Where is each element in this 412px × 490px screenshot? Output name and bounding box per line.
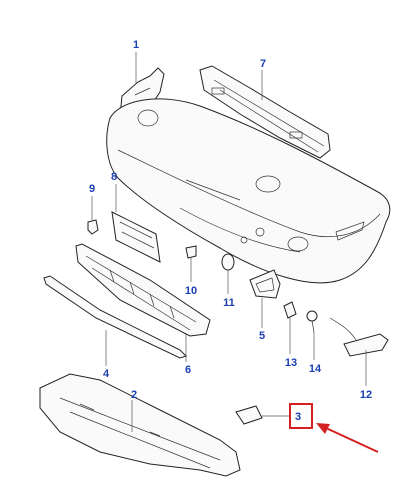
callout-8: 8: [111, 171, 117, 183]
part-3-clip: [235, 405, 263, 425]
red-arrow-icon: [316, 423, 379, 453]
part-12-bracket: [329, 317, 389, 357]
part-11-cover: [221, 253, 235, 271]
part-6-lower-grille: [75, 243, 211, 337]
part-13-clip: [283, 301, 297, 319]
part-14-screw: [306, 310, 318, 333]
callout-12: 12: [360, 389, 372, 401]
part-10-clip: [185, 245, 197, 259]
part-2-undertray: [39, 373, 241, 477]
callout-1: 1: [133, 39, 139, 51]
callout-13: 13: [285, 357, 297, 369]
callout-14: 14: [309, 363, 322, 375]
part-7-reinforcement-beam: [199, 65, 331, 159]
part-9-clip: [87, 219, 99, 235]
callout-5: 5: [259, 330, 265, 342]
part-8-plate-bracket: [111, 211, 161, 263]
callout-11: 11: [223, 297, 235, 309]
callout-2: 2: [131, 389, 137, 401]
bumper-cover: [106, 98, 391, 284]
callout-10: 10: [185, 285, 197, 297]
callout-4: 4: [103, 368, 110, 380]
callout-3: 3: [295, 411, 301, 423]
callout-6: 6: [185, 364, 191, 376]
part-5-bezel: [249, 269, 281, 299]
highlight-box: [289, 403, 313, 429]
callout-9: 9: [89, 183, 95, 195]
callout-7: 7: [260, 58, 266, 70]
part-4-trim-strip: [43, 275, 187, 359]
